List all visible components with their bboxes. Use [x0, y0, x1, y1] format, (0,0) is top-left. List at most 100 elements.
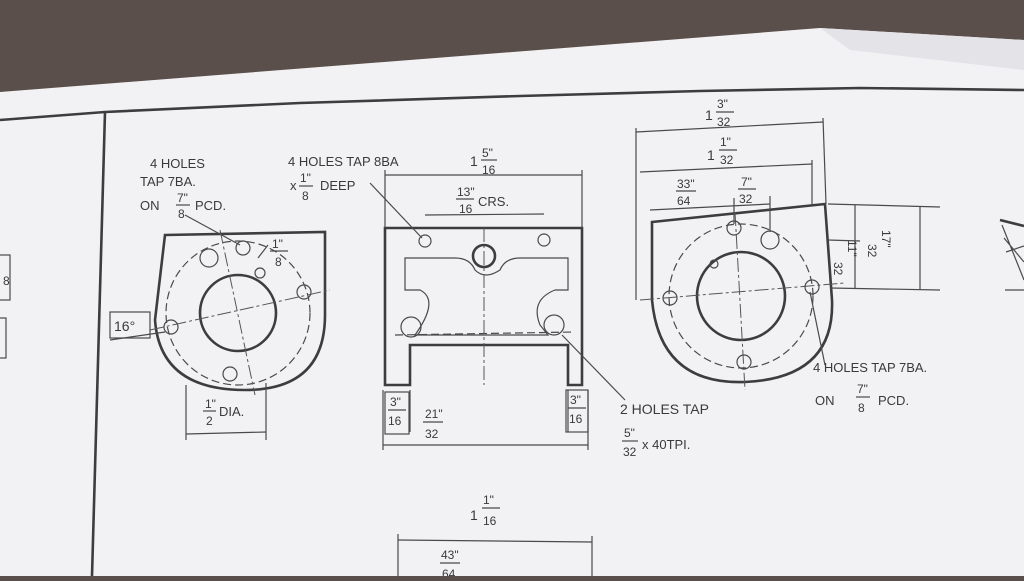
right-hole-small	[709, 259, 719, 269]
middle-crs-num: 13"	[457, 185, 475, 199]
left-dia-den: 2	[206, 414, 213, 428]
left-offset-den: 8	[275, 255, 282, 269]
right-note-leader	[809, 291, 826, 366]
right-b-num: 7"	[741, 175, 752, 189]
right-a-den: 64	[677, 194, 691, 208]
middle-height-num: 21"	[425, 407, 443, 421]
left-hole-right	[296, 284, 312, 300]
left-note-line1: 4 HOLES	[150, 156, 205, 171]
left-note-pcd-den: 8	[178, 207, 185, 221]
middle-deep-leader	[369, 182, 423, 239]
right-a-num: 33"	[677, 177, 695, 191]
middle-note-x: x	[290, 178, 297, 193]
right-inner-whole: 1	[707, 147, 715, 163]
right-overall-num: 3"	[717, 97, 728, 111]
bottom-sub-den: 64	[442, 567, 456, 576]
right-sub-dim-line	[649, 203, 771, 211]
left-hole-small	[254, 267, 266, 279]
middle-tap-den: 32	[623, 445, 637, 459]
right-inner-num: 1"	[720, 135, 731, 149]
middle-tap-text: x 40TPI.	[642, 437, 690, 452]
right-v1-den: 32	[831, 262, 845, 276]
left-note-pcd: PCD.	[195, 198, 226, 213]
paper-fold-shade	[820, 28, 1024, 70]
middle-foot-left-den: 16	[388, 414, 402, 428]
middle-hole-top-left	[418, 234, 432, 248]
left-plate-outline	[153, 230, 327, 392]
right-note-pcd-den: 8	[858, 401, 865, 415]
middle-foot-right-num: 3"	[570, 393, 581, 407]
right-view: 1 3" 32 1 1" 32 33" 64 7" 32 11" 32 17" …	[635, 97, 941, 415]
left-offset-leader	[257, 244, 269, 259]
left-note-on: ON	[140, 198, 160, 213]
left-center-bore	[198, 273, 278, 353]
right-plate-outline	[650, 202, 834, 384]
middle-tap-leader	[561, 334, 626, 401]
right-overall-whole: 1	[705, 107, 713, 123]
bottom-sub-num: 43"	[441, 548, 459, 562]
right-hole-right	[804, 279, 820, 295]
left-hole-top	[235, 240, 251, 256]
angle-dim-line	[109, 331, 166, 341]
bottom-width-dim-line	[397, 539, 593, 543]
left-centerline-h	[149, 289, 331, 331]
middle-foot-left-num: 3"	[390, 395, 401, 409]
middle-foot-right-den: 16	[569, 412, 583, 426]
right-center-bore	[695, 250, 787, 342]
middle-tap-hole-left	[400, 316, 422, 338]
middle-tap-hole-right	[543, 314, 565, 336]
middle-width-whole: 1	[470, 153, 478, 169]
right-note-pcd: PCD.	[878, 393, 909, 408]
far-right-edge-top	[999, 218, 1024, 228]
right-vert-ext-top	[827, 203, 941, 208]
left-hole-bottom	[222, 366, 238, 382]
margin-box-bottom	[0, 317, 7, 359]
middle-width-den: 16	[482, 163, 496, 177]
middle-crs-dim-line	[424, 213, 545, 216]
left-hole-left	[163, 319, 179, 335]
middle-hole-top-right	[537, 233, 551, 247]
right-note-on: ON	[815, 393, 835, 408]
middle-height-den: 32	[425, 427, 439, 441]
dia-dim-line	[185, 431, 267, 435]
drawing-frame-left	[90, 111, 107, 577]
right-inner-dim-line	[639, 163, 813, 173]
left-hole-aux	[199, 248, 219, 268]
right-vert-ext-bottom	[829, 287, 941, 291]
right-note-line1: 4 HOLES TAP 7BA.	[813, 360, 927, 375]
middle-crs-den: 16	[459, 202, 473, 216]
right-v1-num: 11"	[845, 240, 859, 257]
right-centerline-h	[639, 282, 846, 301]
right-hole-left	[662, 290, 678, 306]
middle-pocket-outline	[404, 257, 569, 336]
margin-mark: 8	[3, 274, 10, 288]
middle-deep-text: DEEP	[320, 178, 355, 193]
left-centerline-v	[219, 229, 256, 396]
middle-tap-line1: 2 HOLES TAP	[620, 401, 709, 417]
middle-block-outline	[383, 226, 584, 387]
left-dia-num: 1"	[205, 397, 216, 411]
right-hole-bottom	[736, 354, 752, 370]
middle-deep-den: 8	[302, 189, 309, 203]
left-angle-label: 16°	[114, 318, 135, 334]
right-overall-dim-line	[635, 121, 824, 133]
bottom-width-den: 16	[483, 514, 497, 528]
middle-deep-num: 1"	[300, 171, 311, 185]
middle-hole-center	[471, 243, 497, 269]
middle-hidden-line	[394, 331, 576, 336]
middle-note-line1: 4 HOLES TAP 8BA	[288, 154, 399, 169]
left-pcd-circle	[165, 240, 311, 386]
middle-tap-num: 5"	[624, 426, 635, 440]
left-note-leader	[184, 214, 241, 246]
right-centerline-v	[734, 211, 746, 391]
left-note-line2: TAP 7BA.	[140, 174, 196, 189]
angle-box	[109, 311, 151, 339]
right-ext-right	[822, 117, 827, 205]
middle-width-num: 5"	[482, 146, 493, 160]
right-note-pcd-num: 7"	[857, 382, 868, 396]
right-inner-den: 32	[720, 153, 734, 167]
paper-sheet	[0, 28, 1024, 576]
right-b-den: 32	[739, 192, 753, 206]
